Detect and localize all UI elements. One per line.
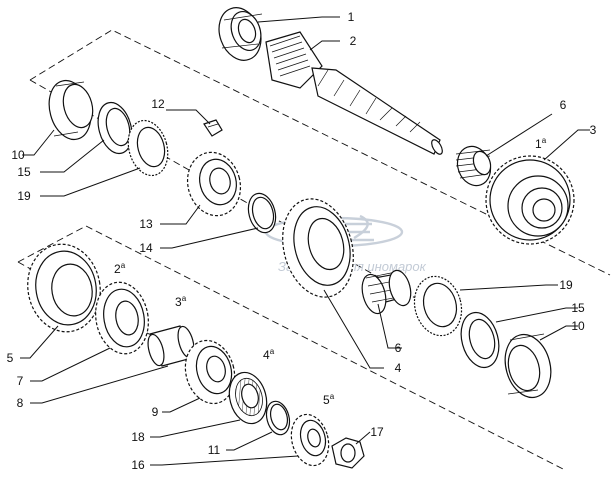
callout-17: 17 (370, 425, 384, 439)
callout-10-lower: 10 (571, 319, 585, 333)
part-2-shaft (265, 31, 443, 155)
group-sup: a (330, 392, 335, 401)
group-num: 5 (323, 393, 330, 407)
callout-labels: 1 2 3 4 5 6 6 7 8 9 10 10 11 12 13 14 15… (7, 10, 597, 472)
callout-6-upper: 6 (560, 98, 567, 112)
callout-8: 8 (17, 396, 24, 410)
callout-1: 1 (348, 10, 355, 24)
group-label-2a: 2a (114, 261, 126, 276)
part-1-bearing (218, 7, 263, 61)
group-sup: a (121, 261, 126, 270)
callout-18: 18 (131, 430, 145, 444)
part-7-gear (95, 281, 149, 355)
part-19-synchro-lower (413, 275, 463, 337)
group-label-1a: 1a (535, 136, 547, 151)
callout-5: 5 (7, 351, 14, 365)
part-3-gear (485, 155, 575, 245)
group-sup: a (270, 347, 275, 356)
callout-19-upper: 19 (17, 189, 31, 203)
part-10-sleeve-upper (48, 79, 94, 141)
callout-16: 16 (131, 458, 145, 472)
callout-14: 14 (139, 241, 153, 255)
group-num: 1 (535, 137, 542, 151)
callout-15-lower: 15 (571, 301, 585, 315)
part-13-hub (186, 151, 242, 217)
part-15-ring-upper (97, 101, 133, 155)
callout-2: 2 (350, 34, 357, 48)
part-10-sleeve-lower (504, 333, 552, 399)
part-17-nut (331, 437, 365, 469)
leader-lines (20, 16, 590, 466)
callout-13: 13 (139, 217, 153, 231)
part-19-synchro-upper (127, 119, 169, 177)
callout-9: 9 (152, 405, 159, 419)
part-5-gear (27, 243, 101, 333)
callout-4: 4 (395, 361, 402, 375)
callout-6-lower: 6 (395, 341, 402, 355)
callout-10-upper: 10 (11, 148, 25, 162)
part-4-gear (282, 198, 354, 298)
callout-12: 12 (151, 97, 165, 111)
callout-15-upper: 15 (17, 165, 31, 179)
group-num: 4 (263, 348, 270, 362)
part-9-gear (184, 339, 236, 405)
group-label-3a: 3a (175, 294, 187, 309)
group-label-4a: 4a (263, 347, 275, 362)
part-6-needle-bearing-lower (361, 269, 412, 315)
part-16-gear (290, 413, 330, 467)
callout-19-lower: 19 (559, 278, 573, 292)
group-num: 2 (114, 262, 121, 276)
callout-7: 7 (17, 374, 24, 388)
callout-3: 3 (590, 123, 597, 137)
part-18-ball-bearing (228, 371, 268, 425)
callout-11: 11 (208, 443, 221, 457)
part-15-ring-lower (460, 311, 500, 369)
part-6-needle-bearing-upper (455, 145, 492, 187)
group-sup: a (182, 294, 187, 303)
part-14-snap-ring (247, 192, 277, 234)
group-label-5a: 5a (323, 392, 335, 407)
group-num: 3 (175, 295, 182, 309)
part-11-circlip (265, 400, 291, 436)
group-sup: a (542, 136, 547, 145)
part-12-key (203, 119, 223, 137)
